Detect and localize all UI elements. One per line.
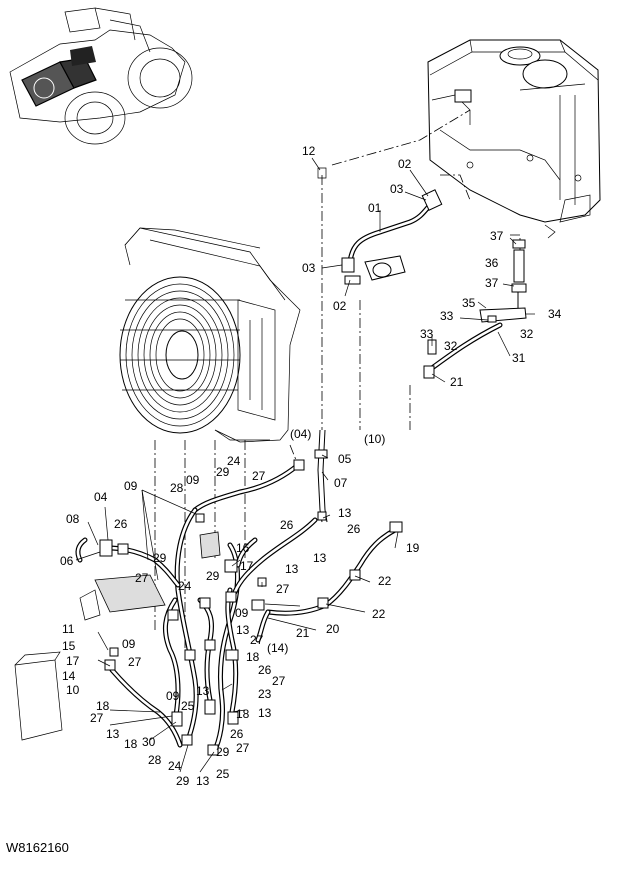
tank-hoses (317, 167, 443, 285)
callout-37b: 37 (485, 276, 499, 290)
callout-27d: 27 (250, 633, 264, 647)
callout-08: 08 (66, 512, 80, 526)
callout-29a: 29 (216, 465, 230, 479)
callout-09e: 09 (166, 689, 180, 703)
callout-29c: 29 (206, 569, 220, 583)
ref-label-10: (10) (364, 432, 385, 446)
central-hose-bundle (75, 507, 327, 756)
callout-27f: 27 (272, 674, 286, 688)
callout-30: 30 (142, 735, 156, 749)
callout-06: 06 (60, 554, 74, 568)
callout-20: 20 (326, 622, 340, 636)
return-line-assembly (423, 239, 527, 379)
callout-25b: 25 (216, 767, 230, 781)
callout-27a: 27 (252, 469, 266, 483)
callout-02b: 02 (333, 299, 347, 313)
callout-09c: 09 (235, 606, 249, 620)
callout-11: 11 (62, 622, 75, 636)
ref-label-04: (04) (290, 427, 311, 441)
callout-15: 15 (62, 639, 76, 653)
callout-22b: 22 (372, 607, 386, 621)
side-panel (14, 651, 63, 741)
callout-36: 36 (485, 256, 499, 270)
callout-05: 05 (338, 452, 352, 466)
callout-24c: 24 (168, 759, 182, 773)
callout-32b: 32 (444, 339, 458, 353)
callout-34: 34 (548, 307, 562, 321)
callout-33b: 33 (420, 327, 434, 341)
callout-22a: 22 (378, 574, 392, 588)
callout-03a: 03 (390, 182, 404, 196)
callout-13f: 13 (258, 706, 272, 720)
callout-27b: 27 (135, 571, 149, 585)
callout-28a: 28 (170, 481, 184, 495)
callout-13c: 13 (285, 562, 299, 576)
callout-19: 19 (406, 541, 420, 555)
callout-13h: 13 (196, 774, 210, 788)
callout-27g: 27 (90, 711, 104, 725)
callout-23: 23 (258, 687, 272, 701)
radiator-fan-assembly (119, 227, 301, 443)
callout-27c: 27 (276, 582, 290, 596)
callout-02a: 02 (398, 157, 412, 171)
callout-17a: 17 (240, 559, 254, 573)
callout-14: 14 (62, 669, 76, 683)
callout-leaders (75, 157, 535, 773)
callout-09d: 09 (122, 637, 136, 651)
callout-10: 10 (66, 683, 80, 697)
callout-27h: 27 (236, 741, 250, 755)
callout-26b: 26 (280, 518, 294, 532)
callout-21a: 21 (450, 375, 464, 389)
callout-37a: 37 (490, 229, 504, 243)
callout-13d: 13 (236, 623, 250, 637)
callout-21b: 21 (296, 626, 310, 640)
callout-13b: 13 (313, 551, 327, 565)
callout-29b: 29 (153, 551, 167, 565)
callout-25a: 25 (181, 699, 195, 713)
hydraulic-tank (427, 39, 601, 239)
callout-26c: 26 (347, 522, 361, 536)
callout-18a: 18 (246, 650, 260, 664)
callout-13a: 13 (338, 506, 352, 520)
callout-18c: 18 (236, 707, 250, 721)
ref-label-14: (14) (267, 641, 288, 655)
machine-locator-thumbnail (9, 7, 193, 145)
callout-24a: 24 (227, 454, 241, 468)
callout-26d: 26 (258, 663, 272, 677)
callout-18b: 18 (96, 699, 110, 713)
callout-24b: 24 (178, 579, 192, 593)
callout-04: 04 (94, 490, 108, 504)
callout-17b: 17 (66, 654, 80, 668)
callout-13e: 13 (196, 684, 210, 698)
callout-09b: 09 (124, 479, 138, 493)
callout-03b: 03 (302, 261, 316, 275)
callout-26e: 26 (230, 727, 244, 741)
callout-18d: 18 (124, 737, 138, 751)
callout-33a: 33 (440, 309, 454, 323)
callout-07: 07 (334, 476, 348, 490)
callout-29e: 29 (176, 774, 190, 788)
callout-12: 12 (302, 144, 316, 158)
callout-35: 35 (462, 296, 476, 310)
hose-19-22 (251, 521, 403, 643)
drawing-code: W8162160 (6, 840, 69, 855)
callout-29d: 29 (216, 745, 230, 759)
callout-01: 01 (368, 201, 382, 215)
callout-16: 16 (236, 541, 250, 555)
callout-31: 31 (512, 351, 526, 365)
callout-13g: 13 (106, 727, 120, 741)
callout-numbers: 12 02 03 01 03 02 37 36 37 35 33 34 32 33 32 31 21 05 07 24… (60, 144, 562, 788)
callout-28b: 28 (148, 753, 162, 767)
callout-26a: 26 (114, 517, 128, 531)
callout-32a: 32 (520, 327, 534, 341)
callout-27e: 27 (128, 655, 142, 669)
callout-09a: 09 (186, 473, 200, 487)
